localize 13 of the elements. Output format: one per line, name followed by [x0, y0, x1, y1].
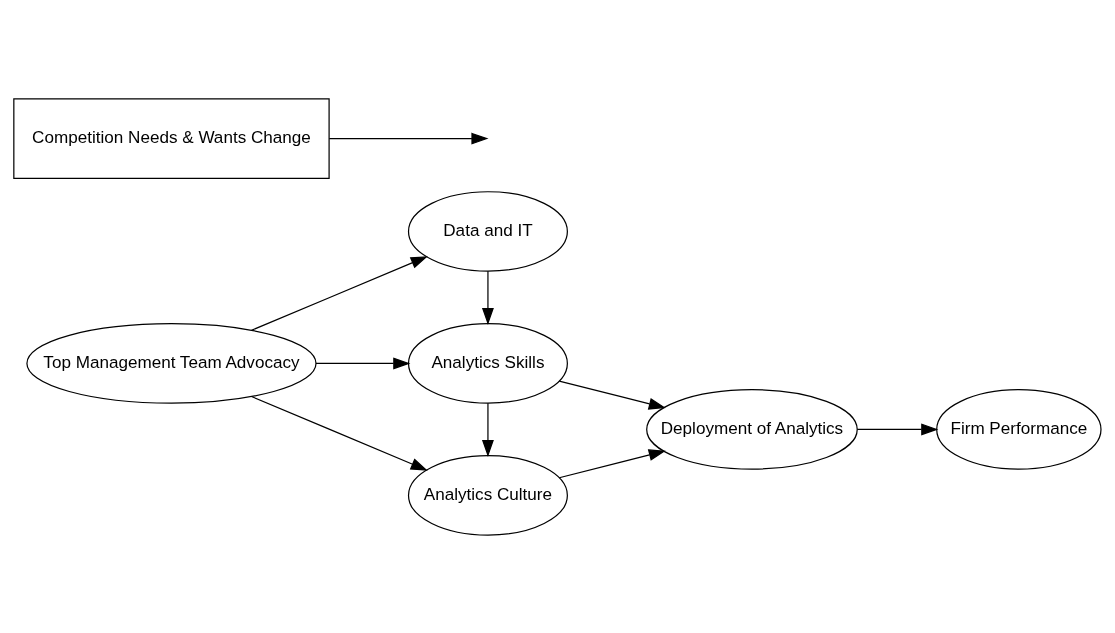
arrow [250, 395, 428, 471]
node-box: Competition Needs & Wants Change [13, 97, 330, 179]
node-ellipse: Top Management Team Advocacy [26, 322, 317, 404]
arrow [481, 270, 494, 325]
arrow [250, 255, 428, 331]
arrow [558, 380, 666, 410]
node-ellipse: Analytics Skills [407, 322, 568, 404]
arrow [856, 422, 939, 435]
arrow [481, 402, 494, 457]
arrow [558, 448, 666, 478]
arrow [315, 356, 411, 369]
arrow [328, 132, 489, 145]
node-ellipse: Firm Performance [936, 388, 1102, 470]
